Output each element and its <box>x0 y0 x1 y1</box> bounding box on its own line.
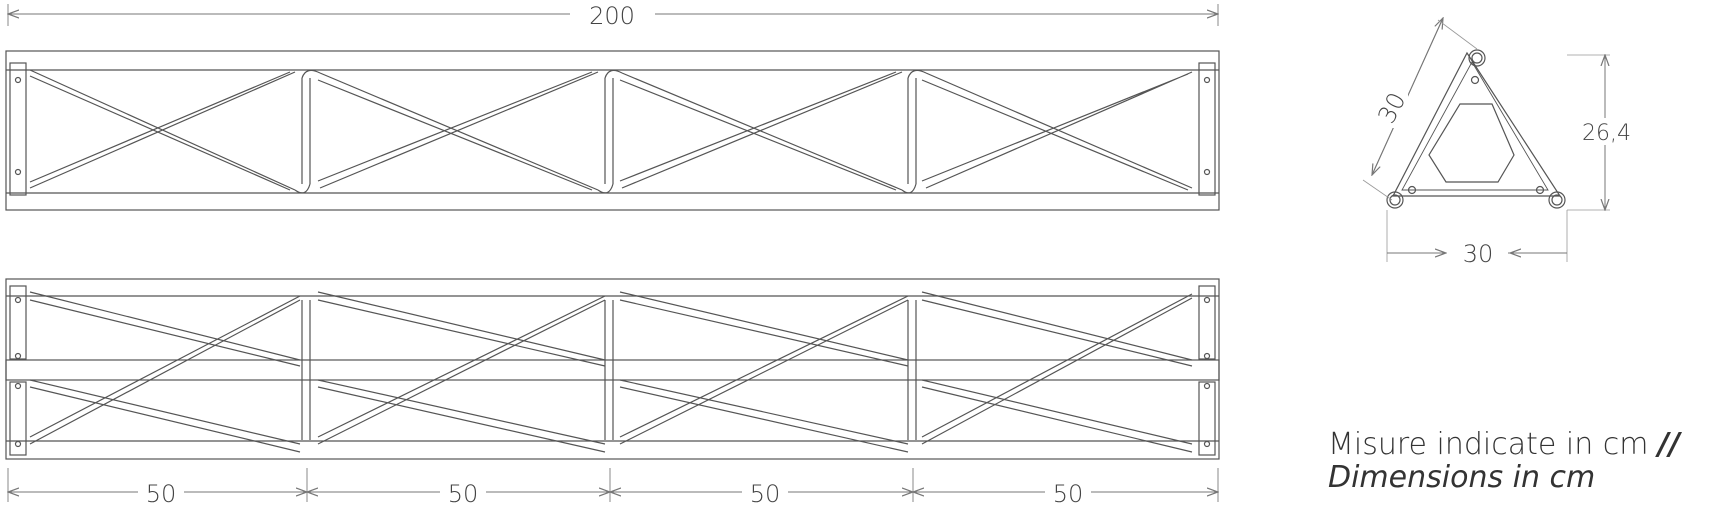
cross-section-outline <box>1392 51 1562 197</box>
module-3-label: 50 <box>750 480 781 508</box>
cross-section-dimensions: 30 26,4 30 <box>1362 18 1631 268</box>
module-2-label: 50 <box>448 480 479 508</box>
side-view-left-end-plate <box>9 62 27 196</box>
triangle-base-label: 30 <box>1463 240 1494 268</box>
plan-view-left-end-plates <box>9 285 27 456</box>
overall-length-label: 200 <box>589 2 635 30</box>
truss-cross-section <box>1386 49 1566 209</box>
side-view-bracing <box>29 69 1193 194</box>
truss-side-view <box>5 50 1220 211</box>
plan-view-bracing <box>29 291 1193 453</box>
caption-separator: // <box>1658 427 1680 462</box>
plan-view-right-end-plates <box>1198 285 1216 456</box>
module-1-label: 50 <box>146 480 177 508</box>
right-chord-tube <box>1548 191 1566 209</box>
cross-section-hexagon-cutout <box>1428 103 1515 183</box>
truss-plan-view <box>5 278 1220 460</box>
caption-english: Dimensions in cm <box>1328 460 1596 495</box>
caption-italian: Misure indicate in cm <box>1328 427 1649 462</box>
module-4-label: 50 <box>1053 480 1084 508</box>
side-view-right-end-plate <box>1198 62 1216 196</box>
cross-section-inner-outline <box>1401 61 1549 191</box>
left-chord-tube <box>1386 191 1404 209</box>
top-chord-tube <box>1468 49 1486 67</box>
triangle-height-label: 26,4 <box>1582 121 1631 146</box>
units-caption: Misure indicate in cm // Dimensions in c… <box>1328 428 1680 494</box>
side-view-outline <box>5 50 1220 211</box>
overall-length-dimension: 200 <box>8 2 1218 30</box>
module-dimensions: 50 50 50 50 <box>8 468 1218 508</box>
